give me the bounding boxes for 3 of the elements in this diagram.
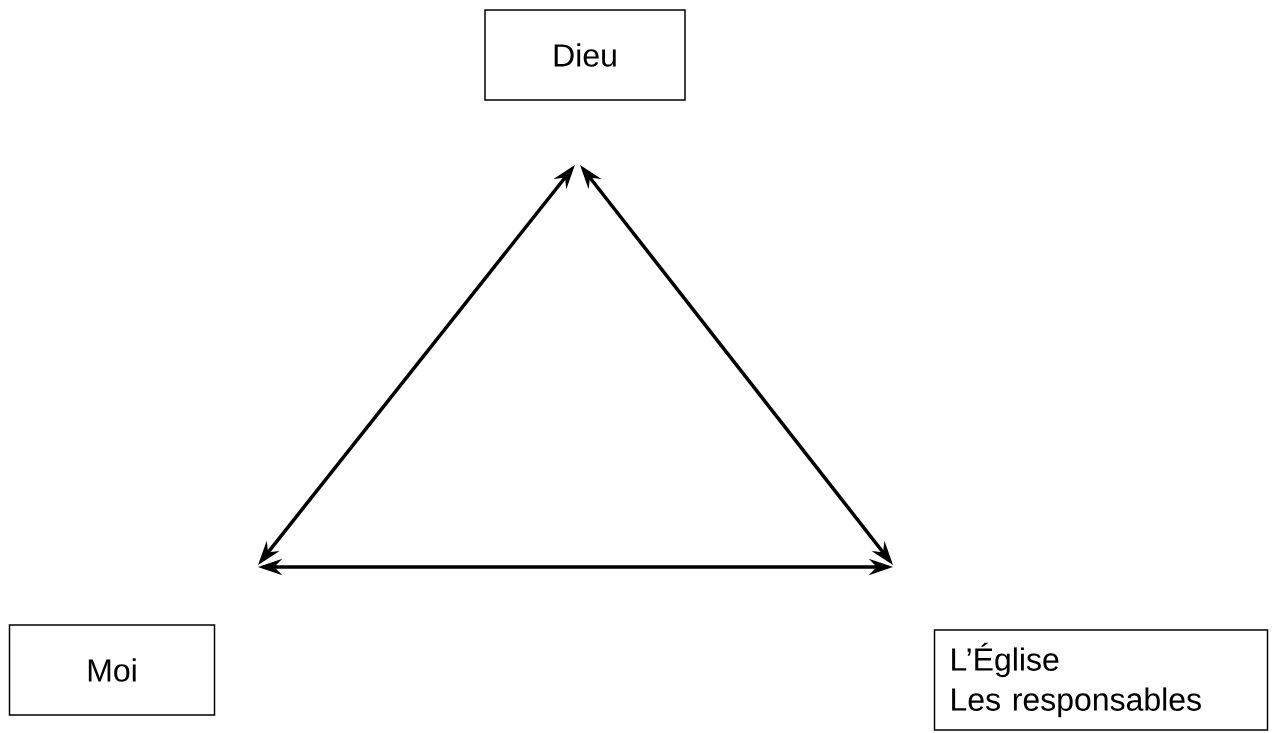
label-box: Dieu xyxy=(484,9,686,101)
label-box: L’Église Les responsables xyxy=(933,629,1269,731)
label-box: Moi xyxy=(8,624,216,716)
